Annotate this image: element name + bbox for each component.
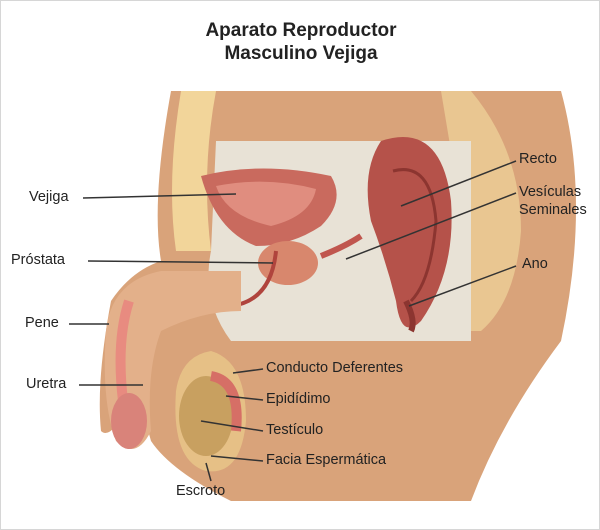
title-line-2: Masculino Vejiga [224, 43, 378, 64]
label-facia-espermatica: Facia Espermática [266, 452, 387, 468]
epididymis [209, 371, 242, 432]
label-vesiculas-line2: Seminales [519, 202, 587, 218]
label-uretra: Uretra [26, 376, 67, 392]
abdomen-wall [172, 91, 216, 251]
label-testiculo: Testículo [266, 422, 324, 438]
label-ano: Ano [522, 256, 548, 272]
label-epididimo: Epidídimo [266, 391, 331, 407]
label-escroto: Escroto [176, 483, 226, 499]
label-recto: Recto [519, 151, 557, 167]
diagram-title: Aparato Reproductor Masculino Vejiga [1, 19, 599, 65]
label-prostata: Próstata [11, 252, 65, 268]
label-vejiga: Vejiga [29, 189, 69, 205]
title-line-1: Aparato Reproductor [205, 20, 397, 41]
label-conducto-deferentes: Conducto Deferentes [266, 360, 404, 376]
label-pene: Pene [25, 315, 59, 331]
testicle [179, 376, 233, 456]
rectum [367, 137, 452, 328]
label-vesiculas-line1: Vesículas [519, 184, 582, 200]
leader-lines [69, 160, 517, 482]
